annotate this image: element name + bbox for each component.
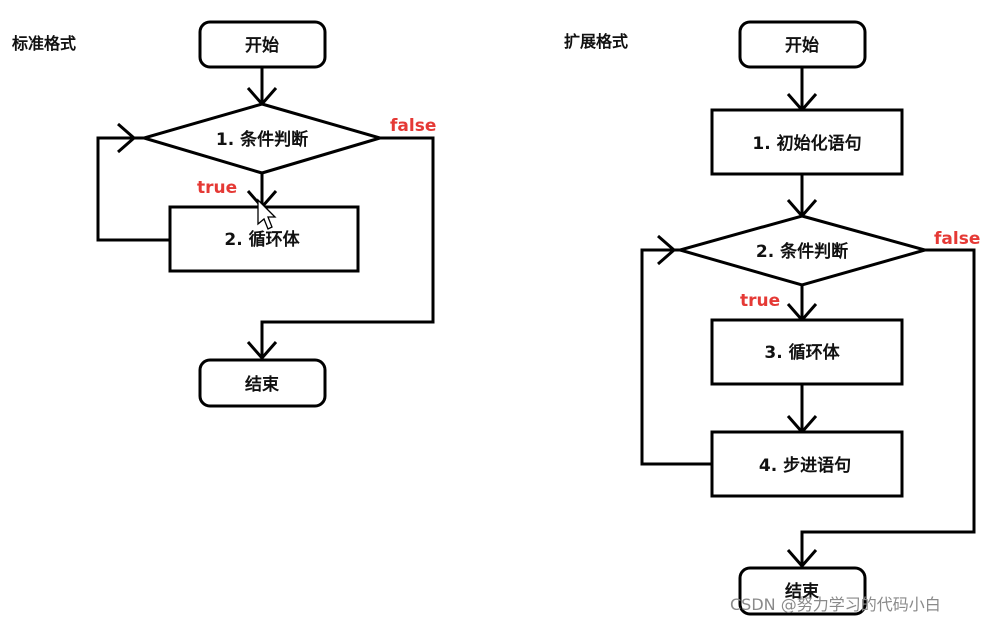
extended-title: 扩展格式 [564, 32, 628, 51]
extended-arrowhead-icon [657, 234, 677, 266]
standard-body-label: 2. 循环体 [224, 229, 300, 250]
extended-init-label: 1. 初始化语句 [752, 133, 861, 154]
csdn-watermark: CSDN @努力学习的代码小白 [730, 595, 941, 614]
extended-loop-back-line [640, 248, 712, 466]
arrow-cursor-icon [257, 198, 277, 230]
standard-flowchart: 标准格式 开始 1. 条件判断 true 2. 循环体 false 结束 [11, 20, 436, 408]
extended-condition-label: 2. 条件判断 [756, 241, 848, 262]
extended-false-label: false [934, 229, 980, 249]
extended-end-label: 结束 [785, 581, 819, 602]
standard-true-label: true [197, 178, 237, 198]
standard-false-label: false [390, 116, 436, 136]
extended-body-box [710, 318, 904, 386]
extended-step-box [710, 430, 904, 498]
standard-condition-label: 1. 条件判断 [216, 129, 308, 150]
standard-arrowhead-icon [246, 341, 278, 361]
standard-false-line [260, 136, 435, 358]
extended-init-box [710, 108, 904, 176]
extended-true-label: true [740, 291, 780, 311]
extended-end-box [738, 566, 867, 616]
standard-end-box [198, 358, 327, 408]
extended-step-label: 4. 步进语句 [759, 455, 851, 476]
standard-arrowhead-icon [117, 122, 137, 154]
extended-start-label: 开始 [785, 35, 819, 56]
standard-end-label: 结束 [245, 374, 279, 395]
extended-false-line [800, 248, 976, 566]
extended-flowchart: 扩展格式 开始 1. 初始化语句 2. 条件判断 true 3. 循环体 4. … [564, 20, 980, 616]
standard-start-label: 开始 [245, 35, 279, 56]
standard-loop-back-line [96, 136, 170, 242]
extended-body-label: 3. 循环体 [764, 342, 840, 363]
extended-arrowhead-icon [786, 549, 818, 569]
standard-title: 标准格式 [11, 34, 76, 53]
